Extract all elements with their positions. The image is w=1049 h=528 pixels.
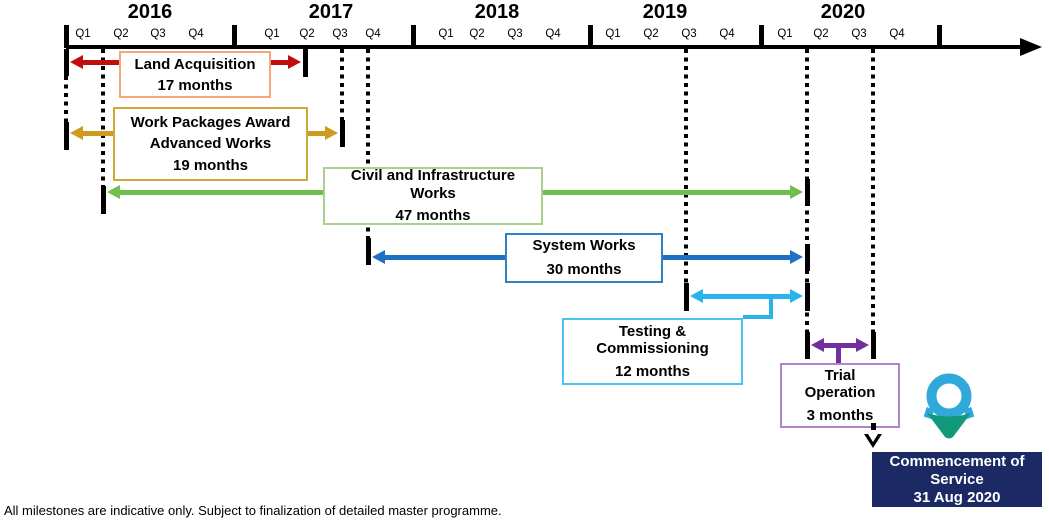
milestone-arrowhead-notch	[868, 434, 878, 442]
phase-arrow-system-works-head	[790, 250, 803, 264]
phase-arrow-testing-commissioning-head	[790, 289, 803, 303]
year-label: 2016	[127, 1, 173, 23]
location-pin-icon	[923, 373, 975, 439]
phase-title: Advanced Works	[149, 135, 272, 153]
guide-line	[340, 49, 344, 120]
phase-duration: 19 months	[172, 156, 248, 174]
tick-mark	[805, 179, 810, 206]
footnote-text: All milestones are indicative only. Subj…	[4, 503, 502, 518]
quarter-label: Q1	[777, 28, 793, 40]
milestone-box-commencement-of-service: Commencement of Service 31 Aug 2020	[872, 452, 1042, 507]
quarter-label: Q4	[188, 28, 204, 40]
milestone-line: Service	[930, 470, 984, 488]
guide-line	[366, 49, 370, 238]
phase-arrow-land-acquisition-head	[70, 55, 83, 69]
quarter-label: Q2	[643, 28, 659, 40]
year-tick	[759, 25, 764, 48]
quarter-label: Q2	[299, 28, 315, 40]
tick-mark	[64, 122, 69, 150]
phase-duration: 3 months	[806, 406, 874, 424]
axis-arrowhead-icon	[1020, 38, 1042, 56]
phase-title: Works	[410, 184, 456, 202]
phase-title: Operation	[804, 384, 876, 402]
quarter-label: Q3	[507, 28, 523, 40]
quarter-label: Q4	[365, 28, 381, 40]
quarter-label: Q3	[681, 28, 697, 40]
year-tick	[64, 25, 69, 48]
phase-title: Civil and Infrastructure	[350, 167, 516, 185]
phase-arrow-civil-infrastructure-works-head	[107, 185, 120, 199]
quarter-label: Q4	[719, 28, 735, 40]
year-tick	[411, 25, 416, 48]
phase-box-system-works: System Works 30 months	[505, 233, 663, 283]
phase-arrow-testing-commissioning	[701, 294, 792, 299]
tick-mark	[805, 283, 810, 311]
quarter-label: Q3	[150, 28, 166, 40]
quarter-label: Q1	[605, 28, 621, 40]
testing-connector-horizontal	[743, 315, 773, 319]
phase-title: Trial	[824, 366, 856, 384]
year-label: 2017	[308, 1, 354, 23]
phase-box-land-acquisition: Land Acquisition 17 months	[119, 51, 271, 98]
tick-mark	[340, 120, 345, 147]
quarter-label: Q1	[438, 28, 454, 40]
quarter-label: Q2	[813, 28, 829, 40]
guide-line	[101, 49, 105, 186]
tick-mark	[366, 238, 371, 265]
phase-arrow-land-acquisition-head	[288, 55, 301, 69]
phase-arrow-trial-operation-head	[811, 338, 824, 352]
axis-line	[66, 45, 1023, 49]
phase-duration: 30 months	[546, 260, 622, 278]
phase-duration: 47 months	[395, 207, 471, 225]
tick-mark	[805, 332, 810, 359]
phase-title: Work Packages Award	[130, 114, 291, 132]
phase-title: System Works	[532, 237, 636, 255]
phase-title: Land Acquisition	[134, 55, 256, 73]
phase-duration: 12 months	[614, 362, 690, 380]
milestone-date: 31 Aug 2020	[913, 488, 1001, 506]
phase-arrow-testing-commissioning-head	[690, 289, 703, 303]
phase-arrow-civil-infrastructure-works-head	[790, 185, 803, 199]
quarter-label: Q1	[264, 28, 280, 40]
quarter-label: Q3	[851, 28, 867, 40]
tick-mark	[805, 244, 810, 271]
milestone-line: Commencement of	[889, 452, 1025, 470]
year-label: 2020	[820, 1, 866, 23]
phase-box-civil-infrastructure-works: Civil and Infrastructure Works 47 months	[323, 167, 543, 225]
milestone-dashed-arrow	[871, 423, 876, 430]
quarter-label: Q2	[469, 28, 485, 40]
phase-arrow-trial-operation-head	[856, 338, 869, 352]
quarter-label: Q4	[545, 28, 561, 40]
phase-box-work-packages-award: Work Packages Award Advanced Works 19 mo…	[113, 107, 308, 181]
guide-line	[64, 76, 68, 122]
tick-mark	[871, 332, 876, 359]
year-tick	[588, 25, 593, 48]
testing-connector-vertical	[769, 298, 773, 319]
guide-line	[871, 49, 875, 332]
quarter-label: Q2	[113, 28, 129, 40]
year-label: 2018	[474, 1, 520, 23]
quarter-label: Q3	[332, 28, 348, 40]
tick-mark	[101, 186, 106, 214]
guide-line	[684, 49, 688, 283]
phase-title: Commissioning	[596, 340, 709, 358]
phase-arrow-system-works-head	[372, 250, 385, 264]
quarter-label: Q4	[889, 28, 905, 40]
year-tick	[937, 25, 942, 48]
year-label: 2019	[642, 1, 688, 23]
phase-box-testing-commissioning: Testing & Commissioning 12 months	[562, 318, 743, 385]
quarter-label: Q1	[75, 28, 91, 40]
phase-duration: 17 months	[157, 76, 233, 94]
phase-box-trial-operation: Trial Operation 3 months	[780, 363, 900, 428]
tick-mark	[684, 283, 689, 311]
phase-title: Testing &	[618, 322, 687, 340]
tick-mark	[64, 49, 69, 76]
year-tick	[232, 25, 237, 48]
phase-arrow-trial-operation	[822, 343, 858, 348]
tick-mark	[303, 48, 308, 77]
phase-arrow-work-packages-award-head	[70, 126, 83, 140]
trial-connector-vertical	[836, 347, 841, 363]
phase-arrow-work-packages-award-head	[325, 126, 338, 140]
